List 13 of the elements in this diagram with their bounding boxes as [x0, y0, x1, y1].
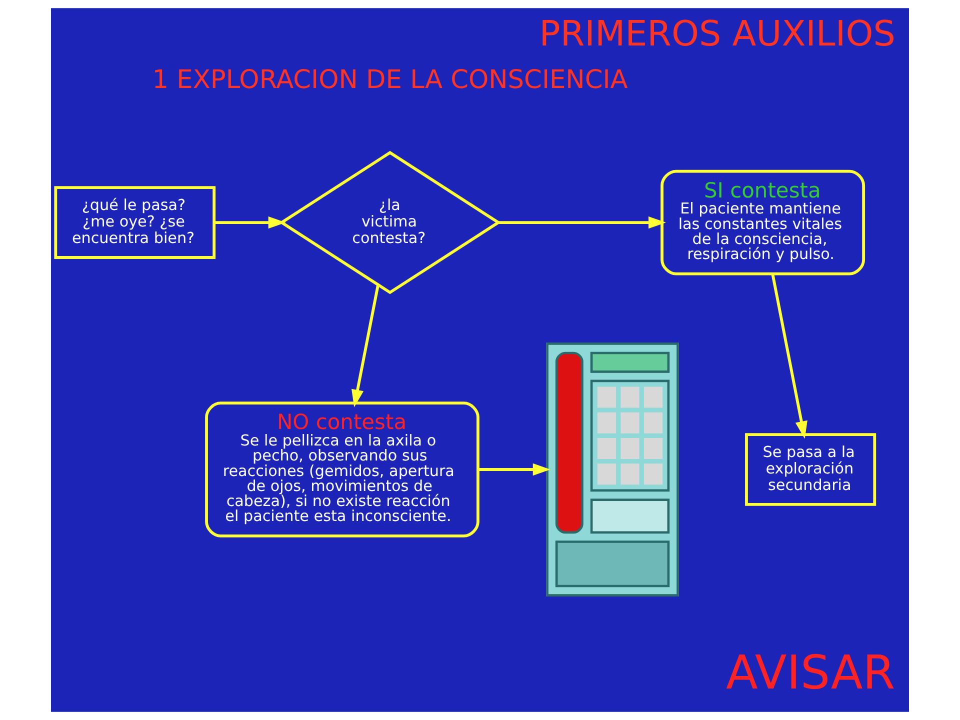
arrow — [771, 274, 808, 439]
node-box: SI contesta El paciente mantiene las constantes vitales de la consciencia, respiración y pulso. — [660, 170, 866, 276]
arrow — [498, 216, 666, 229]
arrow — [478, 463, 550, 476]
arrow — [214, 216, 286, 229]
diagram-title: PRIMEROS AUXILIOS — [539, 14, 896, 54]
label: 1 EXPLORACION DE LA CONSCIENCIA — [152, 65, 628, 96]
label: AVISAR — [726, 646, 896, 700]
arrow — [352, 284, 380, 408]
node-box: ¿qué le pasa? ¿me oye? ¿se encuentra bien? — [54, 186, 216, 259]
node-box: Se pasa a la exploración secundaria — [745, 433, 876, 506]
node-box: NO contesta Se le pellizca en la axila o pecho, observando sus reacciones (gemidos, apertura de ojos, movimientos de cabeza), si no existe reacción el paciente esta inconsciente. — [205, 402, 480, 538]
node-diamond: ¿la victima contesta? — [278, 150, 502, 294]
